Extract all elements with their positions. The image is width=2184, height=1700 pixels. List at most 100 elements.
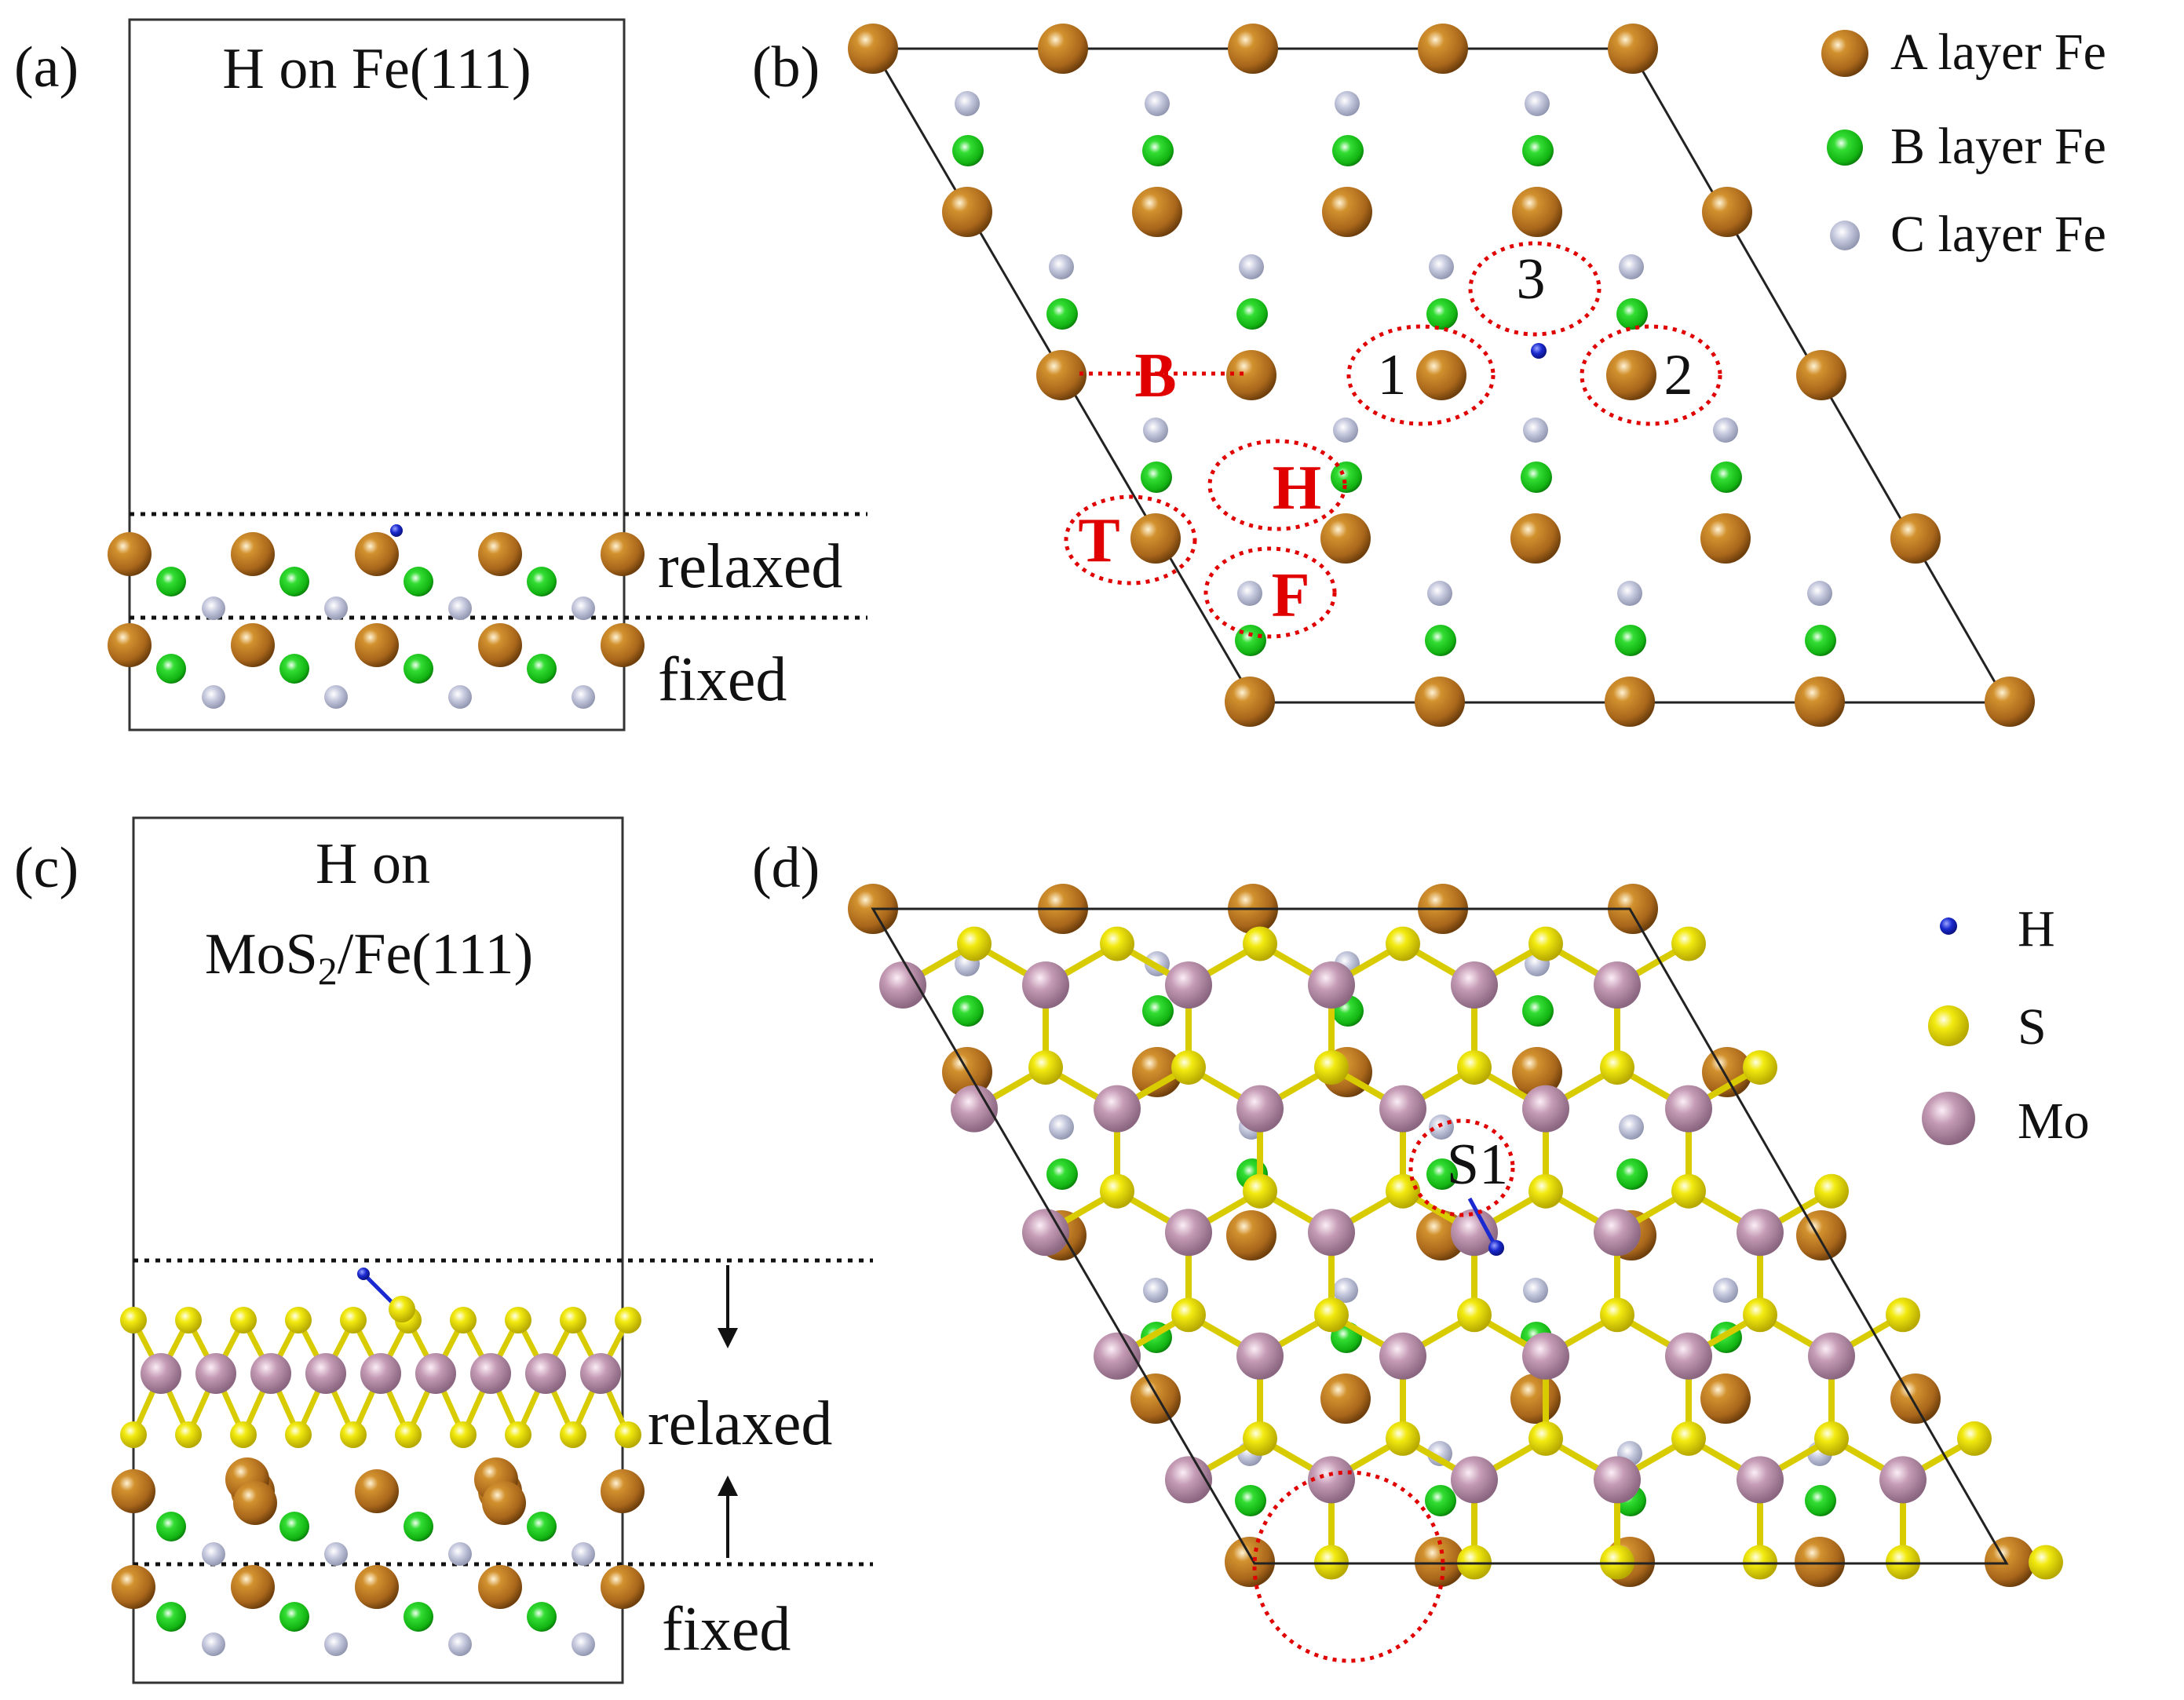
s-atom [1100, 926, 1134, 961]
a-layer-fe-atom [1510, 513, 1561, 564]
a-layer-fe-atom [601, 1565, 645, 1609]
c-layer-fe-atom [1619, 1114, 1644, 1140]
s-atom [1814, 1173, 1849, 1209]
s-atom [1814, 1421, 1849, 1456]
b-layer-fe-atom [156, 654, 186, 684]
h-atom [1531, 343, 1547, 359]
s-atom [2029, 1545, 2063, 1580]
s-atom [389, 1296, 415, 1322]
s-atom [1528, 1173, 1563, 1209]
b-layer-fe-atom [1805, 625, 1836, 656]
site-3-circle [1468, 241, 1601, 337]
b-layer-fe-atom [1141, 461, 1172, 493]
legend-c-layer-label: C layer Fe [1890, 206, 2106, 263]
s-atom [1457, 1297, 1492, 1333]
a-layer-fe-atom [1512, 1047, 1562, 1097]
mo-atom [1594, 1456, 1641, 1504]
a-layer-fe-atom [1225, 1537, 1275, 1587]
a-layer-fe-atom [1700, 1373, 1751, 1424]
title-mos-part: MoS [205, 922, 318, 987]
mo-atom [879, 961, 926, 1009]
b-layer-fe-atom [527, 567, 557, 596]
panel-c-title-line2: MoS2/Fe(111) [205, 922, 533, 993]
mo-atom [1308, 1456, 1355, 1504]
mo-atom [1379, 1332, 1426, 1380]
c-layer-fe-atom [324, 1633, 348, 1656]
mo-atom [1522, 1085, 1569, 1133]
s-atom [230, 1307, 257, 1333]
b-layer-fe-atom [404, 567, 433, 596]
s-atom [1243, 1421, 1277, 1456]
a-layer-fe-atom [478, 1565, 522, 1609]
mo-atom [1236, 1332, 1284, 1380]
a-layer-fe-atom [1228, 24, 1278, 74]
c-layer-fe-atom [448, 1542, 472, 1566]
a-layer-fe-atom [1605, 677, 1655, 727]
mo-atom [1308, 961, 1355, 1009]
fixed-label-c: fixed [662, 1595, 791, 1664]
s-atom [450, 1421, 477, 1448]
a-layer-fe-atom [231, 1565, 275, 1609]
mo-atom [1737, 1209, 1784, 1257]
legend-mo-swatch [1922, 1092, 1975, 1145]
s-atom [1171, 1297, 1206, 1333]
c-layer-fe-atom [1049, 254, 1074, 279]
c-layer-fe-atom [572, 685, 595, 709]
a-layer-fe-atom [1132, 187, 1182, 237]
legend-s-swatch [1928, 1005, 1969, 1046]
c-layer-fe-atom [572, 1542, 595, 1566]
c-layer-fe-atom [1523, 418, 1548, 443]
c-layer-fe-atom [1333, 418, 1358, 443]
c-layer-fe-atom [1143, 1278, 1168, 1303]
b-layer-fe-atom [156, 1512, 186, 1541]
b-layer-fe-atom [952, 135, 984, 166]
mo-atom [1022, 1209, 1069, 1257]
c-layer-fe-atom [1145, 91, 1170, 116]
c-layer-fe-atom [1049, 1114, 1074, 1140]
s-atom [1457, 1050, 1492, 1085]
a-layer-fe-atom [355, 623, 399, 667]
mo-atom [1808, 1332, 1855, 1380]
b-layer-fe-atom [279, 1602, 309, 1632]
a-layer-fe-atom [1418, 24, 1468, 74]
site-3-label: 3 [1517, 247, 1546, 312]
h-atom [1488, 1240, 1504, 1256]
c-layer-fe-atom [1335, 91, 1360, 116]
panel-d-label: (d) [752, 836, 820, 900]
b-layer-fe-atom [527, 654, 557, 684]
a-layer-fe-atom [1985, 1537, 2035, 1587]
s-atom [505, 1307, 531, 1333]
a-layer-fe-atom [355, 532, 399, 576]
b-layer-fe-atom [404, 654, 433, 684]
a-layer-fe-atom [1985, 677, 2035, 727]
s-atom [340, 1307, 367, 1333]
a-layer-fe-atom [1415, 677, 1465, 727]
s-atom [957, 926, 992, 961]
s-atom [230, 1421, 257, 1448]
s-atom [340, 1421, 367, 1448]
s-atom [615, 1421, 641, 1448]
a-layer-fe-atom [1415, 1537, 1465, 1587]
legend-a-layer-swatch [1821, 30, 1868, 77]
legend-a-layer-label: A layer Fe [1890, 24, 2106, 81]
s-atom [1957, 1421, 1992, 1456]
c-layer-fe-atom [1525, 91, 1550, 116]
top-site-label: T [1078, 506, 1119, 575]
legend-h-swatch [1940, 917, 1957, 935]
c-layer-fe-atom [324, 685, 348, 709]
mo-atom [1737, 1456, 1784, 1504]
c-layer-fe-atom [1333, 1278, 1358, 1303]
relaxed-arrows [718, 1265, 738, 1558]
b-layer-fe-atom [279, 1512, 309, 1541]
a-layer-fe-atom [1702, 187, 1752, 237]
panel-c-label: (c) [14, 836, 79, 900]
s-atom [120, 1421, 147, 1448]
legend-species: H S Mo [1922, 900, 2090, 1150]
s-atom [1528, 926, 1563, 961]
mo-atom [470, 1353, 511, 1394]
s-atom [560, 1421, 586, 1448]
c-layer-fe-atom [1523, 1278, 1548, 1303]
fixed-label: fixed [658, 645, 787, 714]
mo-atom [195, 1353, 236, 1394]
